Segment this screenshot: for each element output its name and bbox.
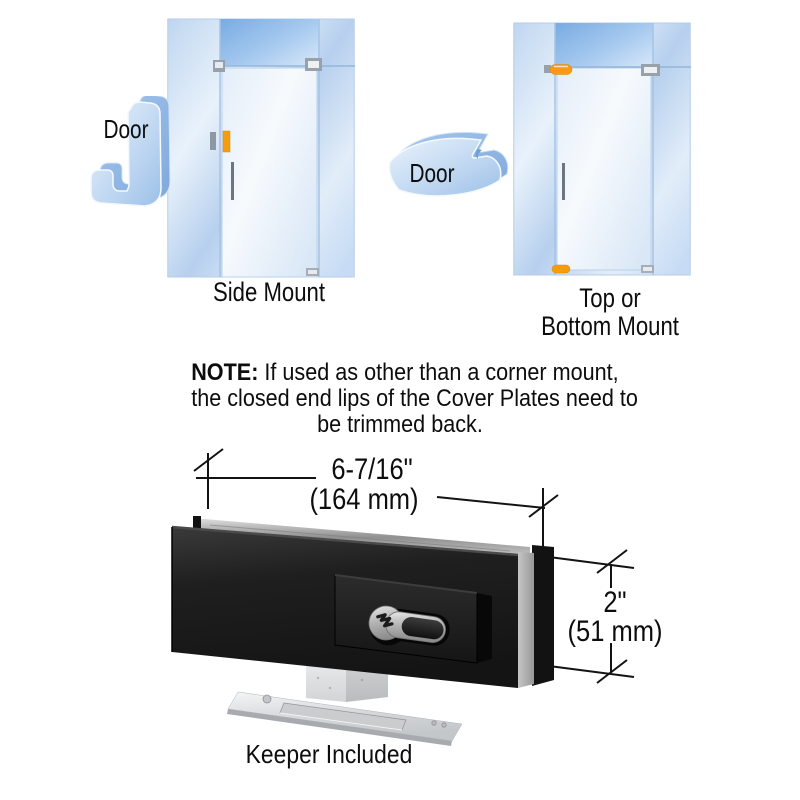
caption-line1: Top or bbox=[579, 283, 641, 313]
hinge-clamp-icon bbox=[641, 265, 654, 273]
back-plate-edge bbox=[532, 545, 554, 686]
dimension-height-line bbox=[548, 549, 635, 684]
caption-line2: Bottom Mount bbox=[541, 311, 679, 341]
note-text: NOTE: If used as other than a corner mou… bbox=[191, 359, 638, 438]
lock-keeper-bracket bbox=[210, 132, 216, 150]
orange-lock-indicator-bottom bbox=[551, 264, 571, 274]
glass-door-panel bbox=[556, 67, 652, 271]
dimension-width-label-mm: (164 mm) bbox=[309, 483, 419, 516]
orange-lock-indicator-side bbox=[222, 130, 231, 153]
glass-edge-strip bbox=[193, 516, 530, 557]
keyway-icon bbox=[376, 613, 394, 628]
screw-hole-icon bbox=[441, 722, 447, 728]
door-arrow-shape-left bbox=[90, 96, 171, 207]
note-line3: be trimmed back. bbox=[317, 411, 483, 438]
lock-cylinder bbox=[368, 605, 450, 646]
screw-hole-icon bbox=[431, 720, 437, 726]
door-handle bbox=[231, 162, 234, 200]
dimension-height-label-mm: (51 mm) bbox=[567, 615, 663, 648]
top-bottom-mount-figure bbox=[513, 22, 691, 276]
door-handle bbox=[562, 163, 565, 200]
hinge-clamp-icon bbox=[305, 58, 322, 71]
caption-side-mount: Side Mount bbox=[212, 277, 326, 307]
door-arrow-front-face bbox=[388, 137, 502, 197]
door-arrow-front-face bbox=[90, 101, 162, 207]
keeper-plate bbox=[227, 691, 463, 746]
dimension-width-line bbox=[193, 448, 559, 553]
door-arrow-shape-right bbox=[388, 131, 509, 197]
hinge-clamp-icon bbox=[641, 64, 660, 76]
transom-panel bbox=[220, 19, 319, 66]
note-line1-rest: If used as other than a corner mount, bbox=[258, 359, 619, 386]
door-label-right: Door bbox=[409, 158, 455, 188]
hinge-clamp-icon bbox=[213, 60, 225, 72]
dimension-width-label-in: 6-7/16" bbox=[331, 453, 413, 486]
arrow-notch-mark bbox=[475, 149, 482, 159]
side-mount-figure bbox=[167, 18, 355, 278]
transom-panel bbox=[555, 23, 653, 68]
screw-hole-icon bbox=[262, 694, 272, 704]
glass-edge-right bbox=[518, 552, 534, 688]
dimension-height-label-in: 2" bbox=[603, 586, 627, 619]
hinge-clamp-icon bbox=[306, 268, 319, 276]
note-prefix: NOTE: bbox=[191, 359, 259, 386]
caption-top-bottom-mount: Top or Bottom Mount bbox=[532, 284, 688, 340]
glass-door-panel bbox=[221, 67, 318, 278]
lock-keeper-bracket bbox=[544, 65, 551, 73]
keeper-caption: Keeper Included bbox=[245, 739, 413, 769]
door-label-left: Door bbox=[103, 114, 149, 144]
note-line2: the closed end lips of the Cover Plates … bbox=[191, 385, 638, 412]
note-line1: NOTE: If used as other than a corner mou… bbox=[191, 359, 618, 386]
patch-lock-drawing bbox=[171, 448, 635, 746]
